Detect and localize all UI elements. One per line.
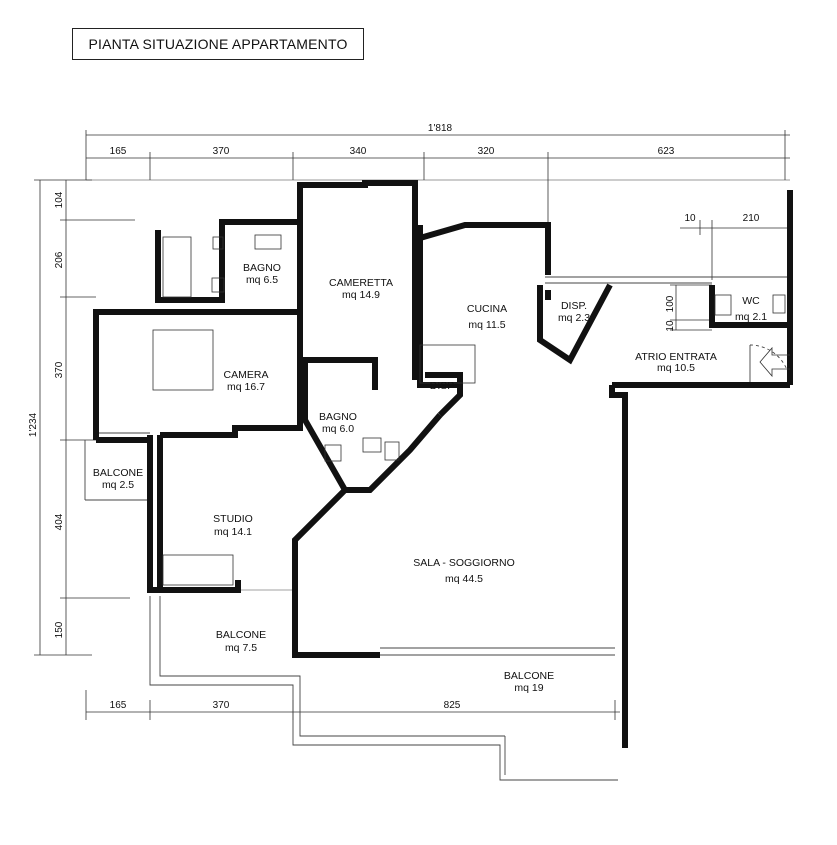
room-name-wc: WC <box>742 295 760 307</box>
room-area-sala: mq 44.5 <box>445 573 483 585</box>
dim-top-1: 165 <box>110 146 127 157</box>
room-name-camera: CAMERA <box>224 369 269 381</box>
room-name-cucina: CUCINA <box>467 303 507 315</box>
room-name-balcone2: BALCONE <box>216 629 266 641</box>
dim-wc-v2: 10 <box>665 320 676 332</box>
room-area-wc: mq 2.1 <box>735 311 767 323</box>
room-labels: BAGNO mq 6.5 CAMERETTA mq 14.9 CUCINA mq… <box>93 262 767 694</box>
dim-left-5: 150 <box>54 621 65 638</box>
room-area-bagno2: mq 6.0 <box>322 423 354 435</box>
room-name-disp2: DISP <box>430 380 455 392</box>
room-name-bagno2: BAGNO <box>319 411 357 423</box>
room-area-disp1: mq 2.3 <box>558 312 590 324</box>
dim-top-3: 340 <box>350 146 367 157</box>
room-name-bagno1: BAGNO <box>243 262 281 274</box>
dim-wc-v1: 100 <box>665 295 676 312</box>
room-name-balcone3: BALCONE <box>504 670 554 682</box>
room-name-cameretta: CAMERETTA <box>329 277 393 289</box>
room-area-cucina: mq 11.5 <box>468 319 505 331</box>
dim-left-3: 370 <box>54 361 65 378</box>
plan-title: PIANTA SITUAZIONE APPARTAMENTO <box>72 28 364 60</box>
fixtures <box>152 234 790 586</box>
dim-top-total: 1'818 <box>428 123 453 134</box>
dim-left-total: 1'234 <box>28 412 39 437</box>
room-name-balcone1: BALCONE <box>93 467 143 479</box>
room-area-balcone1: mq 2.5 <box>102 479 134 491</box>
dim-bottom-3: 825 <box>444 700 461 711</box>
dim-top-5: 623 <box>658 146 675 157</box>
room-name-studio: STUDIO <box>213 513 253 525</box>
dim-top-4: 320 <box>478 146 495 157</box>
dim-top-2: 370 <box>213 146 230 157</box>
dim-wc-a: 10 <box>684 213 696 224</box>
room-name-disp1: DISP. <box>561 300 587 312</box>
room-area-camera: mq 16.7 <box>227 381 265 393</box>
dim-left-2: 206 <box>54 251 65 268</box>
room-name-sala: SALA - SOGGIORNO <box>413 557 515 569</box>
room-area-bagno1: mq 6.5 <box>246 274 278 286</box>
dim-bottom-1: 165 <box>110 700 127 711</box>
outline-lines <box>84 276 791 781</box>
dim-wc-b: 210 <box>743 213 760 224</box>
room-area-cameretta: mq 14.9 <box>342 289 380 301</box>
dim-bottom-2: 370 <box>213 700 230 711</box>
room-area-balcone2: mq 7.5 <box>225 642 257 654</box>
dimension-lines <box>34 130 790 720</box>
room-area-balcone3: mq 19 <box>514 682 543 694</box>
room-area-studio: mq 14.1 <box>214 526 252 538</box>
dim-left-1: 104 <box>54 191 65 208</box>
dimension-labels: 1'818 165 370 340 320 623 10 210 100 10 … <box>28 123 760 711</box>
room-name-atrio: ATRIO ENTRATA <box>635 351 717 363</box>
room-area-atrio: mq 10.5 <box>657 362 695 374</box>
dim-left-4: 404 <box>54 513 65 530</box>
walls <box>93 180 793 748</box>
